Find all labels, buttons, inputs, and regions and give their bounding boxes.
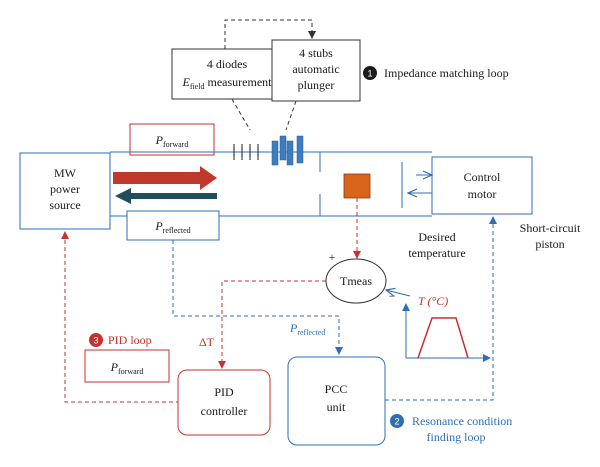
preflected-path [172,240,343,355]
reflected-power-arrow [115,188,217,204]
svg-text:MW: MW [54,166,77,180]
resonance-loop-label2: finding loop [427,430,486,444]
control-motor-box: Control motor [431,156,533,215]
resonance-loop-path [385,216,497,401]
sample-square [343,173,371,199]
impedance-loop-path [224,19,316,49]
short-circuit-line2: piston [535,237,564,251]
delta-t-path [218,280,326,369]
desired-temp-line1: Desired [418,230,455,244]
svg-text:plunger: plunger [298,78,335,92]
svg-text:unit: unit [327,400,346,414]
diodes-line1: 4 diodes [207,57,248,71]
plus-sign: + [329,250,336,264]
svg-text:Control: Control [464,170,501,184]
loop3-badge [89,333,103,347]
resonance-loop-label1: Resonance condition [412,414,512,428]
pid-loop-path [61,231,180,403]
pforward-top-box: Pforward [129,123,215,156]
desired-temp-line2: temperature [408,246,465,260]
temperature-profile: T (°C) [386,290,491,362]
svg-text:Pforward: Pforward [155,133,189,149]
svg-text:1: 1 [367,69,372,79]
svg-text:4 stubs: 4 stubs [299,46,333,60]
loop2-badge [390,414,404,428]
svg-text:2: 2 [394,417,399,427]
svg-text:automatic: automatic [292,62,339,76]
diodes-leader [231,98,251,131]
stub-bars [271,135,304,166]
forward-power-arrow [113,166,217,190]
stubs-leader [285,100,297,131]
mw-power-source-box: MW power source [19,152,111,230]
svg-text:PID: PID [214,385,234,399]
svg-text:Preflected: Preflected [154,219,190,235]
svg-text:source: source [49,198,80,212]
svg-text:power: power [50,182,80,196]
svg-text:motor: motor [468,187,497,201]
diodes-line2: Efield measurement [182,75,273,91]
short-circuit-line1: Short-circuit [520,221,581,235]
tmeas-label: Tmeas [340,274,372,288]
svg-text:PCC: PCC [325,382,348,396]
delta-t-label: ΔT [199,335,215,349]
pid-loop-label: PID loop [108,333,152,347]
loop1-badge [363,66,377,80]
svg-text:3: 3 [93,336,98,346]
diode-marks [233,144,259,160]
svg-text:controller: controller [201,404,248,418]
preflected-box: Preflected [126,210,220,241]
pcc-unit-box: PCC unit [287,356,386,446]
pid-controller-box: PID controller [177,369,271,436]
stubs-box: 4 stubs automatic plunger [271,39,361,102]
preflected-label: Preflected [289,321,325,337]
svg-text:Pforward: Pforward [110,360,144,376]
pforward-bottom-box: Pforward [84,349,170,383]
impedance-loop-label: Impedance matching loop [384,66,509,80]
diodes-box: 4 diodes Efield measurement [171,48,283,100]
temp-axis-label: T (°C) [418,294,448,308]
